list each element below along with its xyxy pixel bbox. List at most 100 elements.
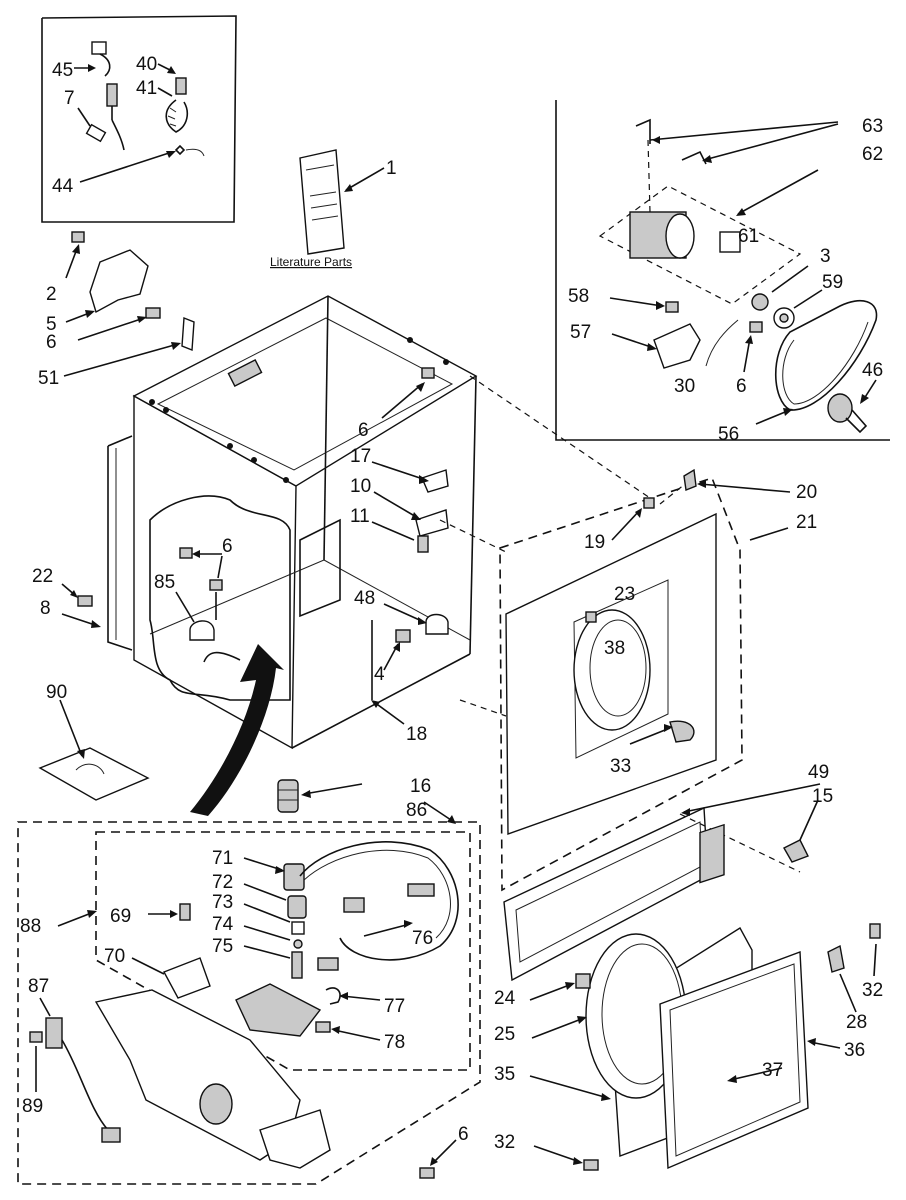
wire-30 (705, 319, 739, 367)
screw-6-bottom (419, 1167, 435, 1179)
wire-loop-41 (165, 99, 189, 133)
callout-6-cutaway: 6 (222, 536, 233, 557)
screw-32-door (869, 923, 881, 939)
callout-30: 30 (674, 376, 695, 397)
literature-caption: Literature Parts (270, 255, 352, 269)
literature-parts: Literature Parts (270, 149, 385, 269)
switch-61 (719, 231, 741, 253)
callout-19: 19 (584, 532, 605, 553)
callout-21: 21 (796, 512, 817, 533)
bracket-parts (63, 231, 195, 377)
igniter-87 (45, 1017, 63, 1049)
screw-23 (585, 611, 597, 623)
callout-49: 49 (808, 762, 829, 783)
callout-38: 38 (604, 638, 625, 659)
wiring-parts-inset (41, 15, 237, 223)
callout-10: 10 (350, 476, 371, 497)
callout-48: 48 (354, 588, 375, 609)
callout-37: 37 (762, 1060, 783, 1081)
front-panel (439, 375, 791, 892)
callout-86: 86 (406, 800, 427, 821)
callout-74: 74 (212, 914, 234, 935)
screw-69 (179, 903, 191, 921)
callout-15: 15 (812, 786, 833, 807)
switch-17 (421, 469, 449, 493)
callout-32-door: 32 (862, 980, 883, 1001)
screw-19 (643, 497, 655, 509)
spring-75 (291, 951, 303, 979)
cap-20 (683, 468, 697, 491)
screw-6-motor (749, 321, 763, 333)
bracket-48 (425, 613, 449, 635)
screw-58 (665, 301, 679, 313)
door-assembly (529, 823, 881, 1171)
screw-32-bottom (583, 1159, 599, 1171)
callout-6-cabinet: 6 (358, 420, 369, 441)
callout-7: 7 (64, 88, 75, 109)
assembly-arrow (190, 644, 284, 816)
callout-77: 77 (384, 996, 405, 1017)
callout-8: 8 (40, 598, 51, 619)
callout-88: 88 (20, 916, 41, 937)
burner-bracket (259, 1109, 331, 1169)
bracket-70 (163, 957, 211, 999)
callout-73: 73 (212, 892, 233, 913)
callout-87: 87 (28, 976, 49, 997)
clip-51 (181, 316, 195, 352)
belt-56 (774, 299, 878, 411)
callout-36: 36 (844, 1040, 865, 1061)
plug-45 (91, 41, 107, 55)
motor-outline-62 (598, 185, 802, 305)
door-opening-38 (573, 609, 651, 731)
callout-69: 69 (110, 906, 131, 927)
motor-inset (555, 100, 890, 441)
callout-6-bottom: 6 (458, 1124, 469, 1145)
connector-40 (175, 77, 187, 95)
callout-3: 3 (820, 246, 831, 267)
callout-17: 17 (350, 446, 371, 467)
callout-labels: 45 7 40 41 44 1 2 5 6 51 63 62 61 3 59 5… (20, 54, 883, 1153)
harness-76 (299, 841, 459, 961)
callout-75: 75 (212, 936, 233, 957)
callout-22: 22 (32, 566, 53, 587)
callout-20: 20 (796, 482, 817, 503)
door-36 (659, 951, 809, 1170)
callout-28: 28 (846, 1012, 867, 1033)
screw-6-cabinet (421, 367, 435, 379)
callout-76: 76 (412, 928, 433, 949)
callout-25: 25 (494, 1024, 515, 1045)
callout-24: 24 (494, 988, 516, 1009)
callout-11: 11 (350, 506, 370, 527)
screw-6-cutaway-b (209, 579, 223, 591)
cabinet (61, 295, 478, 816)
card-90 (38, 747, 150, 801)
gas-valve (235, 983, 322, 1037)
switch-10 (415, 509, 449, 537)
toe-panel (503, 783, 821, 982)
callout-35: 35 (494, 1064, 515, 1085)
callout-62: 62 (862, 144, 883, 165)
screw-4 (395, 629, 411, 643)
callout-1: 1 (386, 158, 397, 179)
callout-51: 51 (38, 368, 59, 389)
coil-71 (283, 863, 305, 891)
callout-63: 63 (862, 116, 883, 137)
callout-46: 46 (862, 360, 883, 381)
callout-85: 85 (154, 572, 175, 593)
latch-33 (669, 720, 695, 743)
literature-booklet (299, 149, 345, 255)
callout-57: 57 (570, 322, 591, 343)
callout-2: 2 (46, 284, 57, 305)
callout-56: 56 (718, 424, 739, 445)
callout-72: 72 (212, 872, 233, 893)
callout-6-motor: 6 (736, 376, 747, 397)
callout-58: 58 (568, 286, 589, 307)
catch-28 (827, 944, 845, 973)
callout-16: 16 (410, 776, 431, 797)
callout-40: 40 (136, 54, 157, 75)
clamp-85 (189, 620, 215, 641)
screw-89 (29, 1031, 43, 1043)
coil-72 (287, 895, 307, 919)
